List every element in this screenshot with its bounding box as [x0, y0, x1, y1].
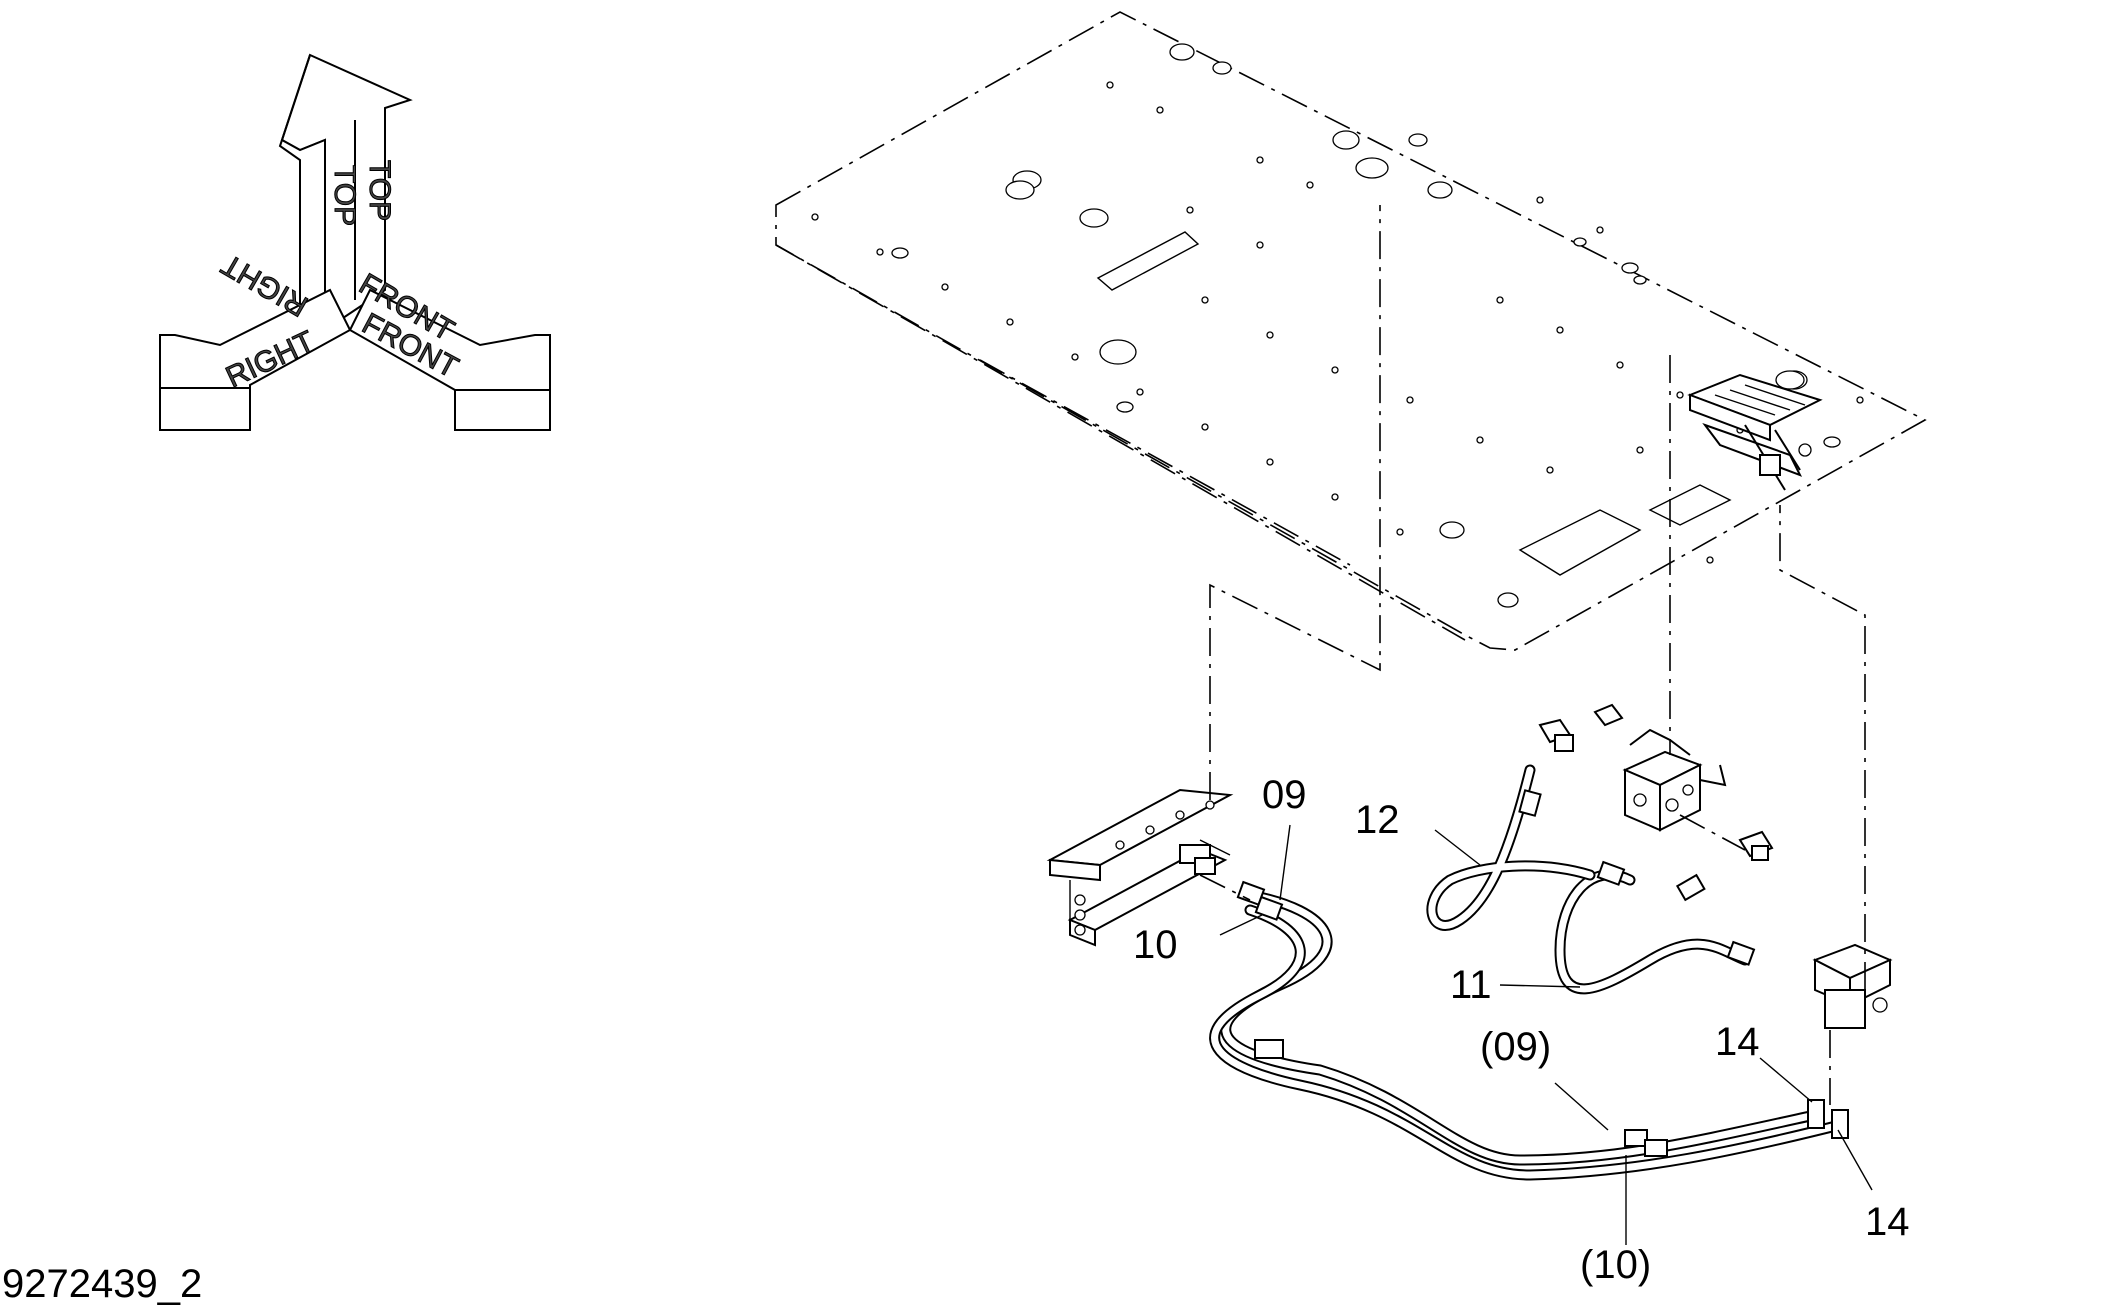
assembly-centerlines [1199, 205, 1866, 1105]
tee-fittings [1807, 1099, 1849, 1139]
callout-10: 10 [1133, 923, 1178, 967]
floor-plate [775, 11, 1927, 651]
plate-holes [891, 43, 1841, 608]
pedal-assembly [1687, 370, 1823, 491]
callout-14-upper: 14 [1715, 1020, 1760, 1064]
orientation-symbol: TOP TOP RIGHT RIGHT FRONT FRONT [159, 53, 551, 431]
figure-number: 9272439_2 [2, 1262, 203, 1306]
callout-12: 12 [1355, 798, 1400, 842]
pressure-sensor-lower [1738, 830, 1774, 861]
front-arrow-icon [348, 288, 551, 431]
hose-09 [1220, 889, 1821, 1166]
plate-small-holes [811, 81, 1864, 564]
hose-clamp [1254, 1039, 1284, 1059]
rail-holes [1074, 800, 1215, 936]
right-arrow-icon [159, 288, 352, 431]
rail-bracket [1046, 788, 1234, 947]
brake-valve [1812, 943, 1893, 1029]
callout-14-lower: 14 [1865, 1200, 1910, 1244]
hose-10 [1209, 904, 1846, 1181]
hose-fittings [1236, 789, 1756, 1157]
callout-11: 11 [1450, 963, 1492, 1007]
plate-slot [1096, 231, 1200, 291]
callout-09-ref: (09) [1480, 1025, 1551, 1069]
callout-10-ref: (10) [1580, 1243, 1651, 1287]
orientation-right-label: RIGHT [216, 247, 313, 322]
callout-09: 09 [1262, 773, 1307, 817]
plate-cutout [1518, 509, 1642, 576]
top-arrow-icon [278, 53, 413, 333]
orientation-top-label: TOP [328, 165, 361, 226]
pressure-sensor-upper [1538, 718, 1574, 752]
valve-block [1622, 728, 1727, 832]
connector-plug [1593, 703, 1624, 727]
plate-cutout-2 [1648, 484, 1732, 526]
hose-12 [1426, 764, 1596, 931]
orientation-top-label-lower: TOP [363, 160, 396, 221]
hose-11 [1554, 869, 1751, 995]
leader-lines [1219, 824, 1873, 1245]
